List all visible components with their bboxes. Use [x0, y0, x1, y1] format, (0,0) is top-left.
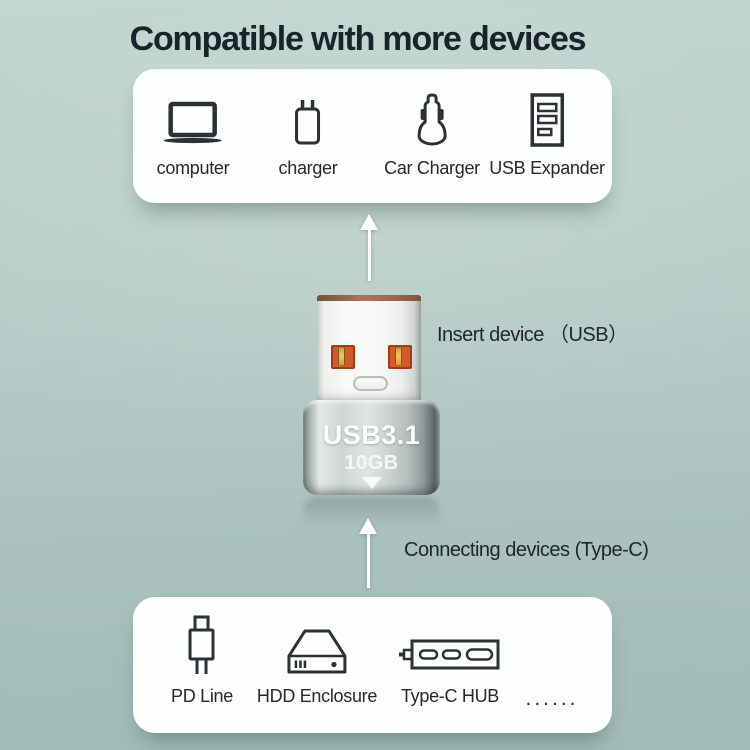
product-speed-text: 10GB	[344, 452, 399, 474]
contact-pin	[338, 348, 345, 365]
usb-contact-pad-right	[388, 345, 412, 369]
connector-copper-edge	[317, 295, 421, 301]
arrow-head	[360, 214, 378, 230]
device-typec-hub-group: Type-C HUB	[398, 617, 502, 708]
more-devices-group: ......	[525, 617, 578, 711]
typec-hub-icon	[398, 617, 502, 675]
down-triangle-icon	[361, 477, 382, 489]
arrow-up-icon	[360, 214, 378, 281]
device-usb-expander-group: USB Expander	[489, 89, 605, 180]
device-label-car-charger: Car Charger	[384, 158, 480, 178]
connector-slot	[353, 376, 388, 391]
device-pd-line-group: PD Line	[171, 615, 233, 708]
pd-line-icon	[180, 615, 224, 675]
device-label-charger: charger	[278, 158, 338, 178]
hdd-enclosure-icon	[285, 617, 349, 675]
device-hdd-enclosure-group: HDD Enclosure	[257, 617, 377, 708]
charger-icon	[290, 89, 326, 147]
device-label-computer: computer	[156, 158, 230, 178]
device-computer-group: computer	[157, 89, 230, 180]
device-car-charger-group: Car Charger	[384, 89, 480, 180]
connectable-devices-card: PD Line HDD Enclosure	[133, 597, 612, 733]
device-charger-group: charger	[279, 89, 338, 180]
car-charger-icon	[412, 89, 452, 147]
device-label-usb-expander: USB Expander	[489, 158, 605, 178]
typec-adapter-body: USB3.1 10GB	[303, 400, 440, 495]
arrow-up-icon	[359, 518, 377, 588]
product-spec-text: USB3.1	[322, 420, 421, 450]
connecting-devices-note: Connecting devices (Type-C)	[404, 539, 649, 561]
contact-pin	[395, 348, 402, 365]
usb-expander-icon	[527, 89, 567, 147]
device-label-pd-line: PD Line	[171, 686, 233, 706]
compatible-devices-card: computer charger Car Charger	[133, 69, 612, 203]
usb-contact-pad-left	[331, 345, 355, 369]
arrow-head	[359, 518, 377, 534]
arrow-shaft	[366, 534, 370, 588]
device-label-hdd-enclosure: HDD Enclosure	[256, 686, 378, 706]
laptop-icon	[161, 89, 225, 147]
device-label-typec-hub: Type-C HUB	[400, 686, 500, 706]
insert-device-note: Insert device （USB）	[437, 324, 628, 346]
arrow-shaft	[367, 230, 371, 281]
usb-a-connector	[317, 295, 421, 402]
more-devices-label: ......	[525, 687, 579, 710]
page-title: Compatible with more devices	[129, 20, 587, 58]
